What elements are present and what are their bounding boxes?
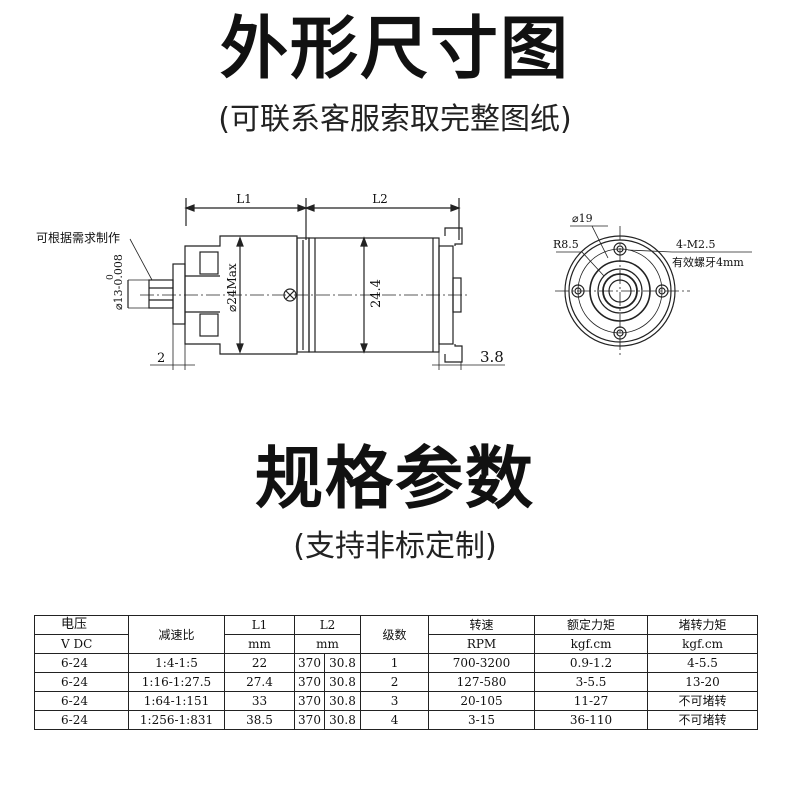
header-stage: 级数 — [360, 615, 430, 654]
label-holes: 4-M2.5 — [676, 238, 715, 251]
cell-stall: 不可堵转 — [647, 710, 759, 730]
label-dia-19: ⌀19 — [572, 212, 593, 225]
unit-l2: mm — [293, 634, 362, 654]
specs-title: 规格参数 — [254, 440, 535, 519]
table-header-row: 电压 减速比 L1 L2 级数 转速 额定力矩 堵转力矩 — [34, 615, 759, 654]
motor-front-view — [555, 225, 752, 356]
cell-ratio: 1:16-1:27.5 — [128, 672, 225, 692]
dimension-drawing-subtitle: (可联系客服索取完整图纸) — [218, 102, 572, 137]
cell-l1: 38.5 — [224, 710, 295, 730]
cell-speed: 127-580 — [428, 672, 536, 692]
label-radius: R8.5 — [553, 238, 579, 251]
cell-voltage: 6-24 — [34, 691, 129, 711]
motor-diameter: 24.4 — [369, 279, 384, 308]
table-row: 6-24 1:16-1:27.5 27.4 370 30.8 2 127-580… — [34, 672, 759, 692]
cell-rated: 0.9-1.2 — [534, 653, 649, 673]
cell-speed: 3-15 — [428, 710, 536, 730]
label-l1: L1 — [236, 192, 252, 206]
cell-l2-b: 30.8 — [323, 710, 362, 730]
cell-l1: 33 — [224, 691, 295, 711]
cell-ratio: 1:4-1:5 — [128, 653, 225, 673]
cell-stage: 2 — [360, 672, 430, 692]
cell-rated: 11-27 — [534, 691, 649, 711]
table-row: 6-24 1:4-1:5 22 370 30.8 1 700-3200 0.9-… — [34, 653, 759, 673]
cell-rated: 3-5.5 — [534, 672, 649, 692]
cell-stall: 不可堵转 — [647, 691, 759, 711]
cell-l2-b: 30.8 — [323, 672, 362, 692]
header-speed: 转速 — [428, 615, 536, 635]
dimension-drawing: L1 L2 可根据需求制作 ⌀13-0.008 0 ⌀24Max 24.4 2 … — [36, 192, 752, 370]
table-row: 6-24 1:64-1:151 33 370 30.8 3 20-105 11-… — [34, 691, 759, 711]
cell-voltage: 6-24 — [34, 653, 129, 673]
note-custom: 可根据需求制作 — [36, 231, 120, 245]
shaft-tolerance: 0 — [106, 274, 116, 280]
cell-l2-b: 30.8 — [323, 691, 362, 711]
gear-diameter: ⌀24Max — [225, 263, 239, 312]
unit-speed: RPM — [428, 634, 536, 654]
cell-ratio: 1:64-1:151 — [128, 691, 225, 711]
cell-rated: 36-110 — [534, 710, 649, 730]
cell-stall: 13-20 — [647, 672, 759, 692]
cell-speed: 20-105 — [428, 691, 536, 711]
cell-l2-a: 370 — [294, 653, 325, 673]
dimension-drawing-title: 外形尺寸图 — [219, 10, 570, 89]
cell-stall: 4-5.5 — [647, 653, 759, 673]
spec-table: 电压 减速比 L1 L2 级数 转速 额定力矩 堵转力矩 V DC mm mm … — [34, 615, 759, 730]
dim-3-8: 3.8 — [480, 348, 504, 366]
cell-voltage: 6-24 — [34, 710, 129, 730]
label-l2: L2 — [372, 192, 388, 206]
dim-2: 2 — [157, 351, 165, 366]
unit-stall: kgf.cm — [647, 634, 759, 654]
cell-l1: 22 — [224, 653, 295, 673]
front-view-labels: ⌀19 R8.5 4-M2.5 有效螺牙4mm — [553, 212, 744, 269]
unit-rated: kgf.cm — [534, 634, 649, 654]
cell-stage: 4 — [360, 710, 430, 730]
unit-voltage: V DC — [34, 634, 129, 654]
motor-side-view — [127, 198, 505, 370]
side-view-labels: L1 L2 可根据需求制作 ⌀13-0.008 0 ⌀24Max 24.4 2 … — [36, 192, 504, 366]
cell-voltage: 6-24 — [34, 672, 129, 692]
cell-l2-a: 370 — [294, 672, 325, 692]
shaft-diameter: ⌀13-0.008 — [112, 254, 125, 310]
header-l1: L1 — [224, 615, 295, 635]
table-row: 6-24 1:256-1:831 38.5 370 30.8 4 3-15 36… — [34, 710, 759, 730]
header-rated: 额定力矩 — [534, 615, 649, 635]
cell-l1: 27.4 — [224, 672, 295, 692]
label-thread: 有效螺牙4mm — [672, 255, 744, 269]
cell-l2-a: 370 — [294, 691, 325, 711]
cell-stage: 1 — [360, 653, 430, 673]
cell-speed: 700-3200 — [428, 653, 536, 673]
cell-l2-a: 370 — [294, 710, 325, 730]
cell-ratio: 1:256-1:831 — [128, 710, 225, 730]
unit-l1: mm — [224, 634, 295, 654]
header-ratio: 减速比 — [128, 615, 225, 654]
specs-subtitle: (支持非标定制) — [293, 529, 497, 564]
header-l2: L2 — [293, 615, 362, 635]
header-voltage: 电压 — [34, 615, 129, 635]
header-stall: 堵转力矩 — [647, 615, 759, 635]
cell-stage: 3 — [360, 691, 430, 711]
cell-l2-b: 30.8 — [323, 653, 362, 673]
